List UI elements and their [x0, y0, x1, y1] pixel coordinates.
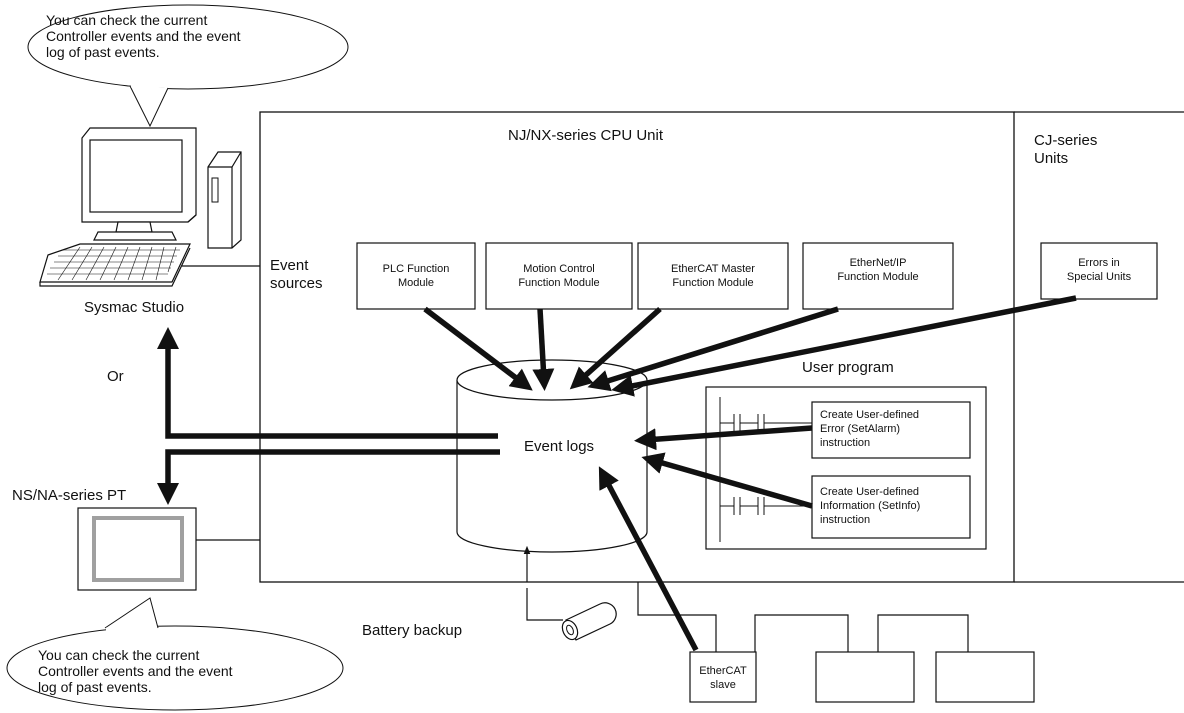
- module-ethercat-text: EtherCAT Master Function Module: [638, 262, 788, 290]
- cpu-unit-frame: [259, 111, 1015, 583]
- callout-bottom-bubble: [6, 597, 344, 711]
- cj-units-title: CJ-series Units: [1034, 132, 1097, 168]
- arrow-ethernetip-to-logs: [587, 306, 839, 392]
- module-motion-line1: Motion Control: [523, 263, 595, 275]
- setinfo-line2: Information (SetInfo): [820, 500, 921, 512]
- callout-top-line2: Controller events and the event: [46, 28, 241, 44]
- setalarm-text: Create User-defined Error (SetAlarm) ins…: [820, 408, 970, 450]
- battery-backup-label: Battery backup: [362, 622, 463, 639]
- cpu-unit-title: NJ/NX-series CPU Unit: [508, 127, 664, 144]
- module-box-ethercat: [637, 242, 789, 310]
- ethercat-slave-line2: slave: [710, 679, 736, 691]
- module-ethernetip-line1: EtherNet/IP: [849, 257, 907, 269]
- slave-box-2: [815, 651, 915, 703]
- arrow-ethercat-to-logs: [569, 306, 662, 390]
- setinfo-text: Create User-defined Information (SetInfo…: [820, 485, 970, 527]
- setalarm-line3: instruction: [820, 437, 871, 449]
- setinfo-line1: Create User-defined: [820, 486, 920, 498]
- battery-icon: [523, 545, 617, 641]
- module-plc-line1: PLC Function: [382, 263, 450, 275]
- arrow-setalarm-to-logs: [634, 425, 813, 451]
- module-ethercat-line2: Function Module: [672, 277, 754, 289]
- arrow-setinfo-to-logs: [641, 452, 813, 509]
- event-logs-cylinder: [456, 359, 648, 553]
- pt-label: NS/NA-series PT: [12, 487, 127, 504]
- event-sources-label: Event sources: [270, 257, 323, 293]
- or-label: Or: [107, 368, 124, 385]
- pt-device-icon: [77, 507, 197, 591]
- special-units-line2: Special Units: [1066, 271, 1132, 283]
- callout-top-line1: You can check the current: [46, 12, 208, 28]
- sysmac-studio-label: Sysmac Studio: [84, 299, 185, 316]
- module-ethernetip-text: EtherNet/IP Function Module: [803, 256, 953, 284]
- module-plc-text: PLC Function Module: [357, 262, 475, 290]
- callout-bottom-line2: Controller events and the event: [38, 663, 233, 679]
- callout-top-line3: log of past events.: [46, 44, 160, 60]
- module-plc-line2: Module: [397, 277, 435, 289]
- special-units-box: [1040, 242, 1158, 300]
- event-sources-line2: sources: [270, 275, 323, 292]
- arrow-logs-to-pt: [157, 449, 500, 505]
- setinfo-line3: instruction: [820, 514, 871, 526]
- arrow-motion-to-logs: [532, 308, 555, 391]
- cj-units-line1: CJ-series: [1034, 132, 1098, 149]
- setalarm-box: [811, 401, 971, 459]
- callout-bottom-line1: You can check the current: [38, 647, 200, 663]
- ethercat-slave-box: [689, 651, 757, 703]
- slave-box-3: [935, 651, 1035, 703]
- event-logs-label: Event logs: [524, 438, 595, 455]
- ethercat-network: [637, 582, 969, 652]
- callout-bottom-text: You can check the current Controller eve…: [38, 647, 233, 695]
- module-motion-line2: Function Module: [518, 277, 600, 289]
- ethercat-slave-line1: EtherCAT: [699, 665, 747, 677]
- special-units-text: Errors in Special Units: [1041, 256, 1157, 284]
- module-ethercat-line1: EtherCAT Master: [671, 263, 755, 275]
- module-ethernetip-line2: Function Module: [837, 271, 919, 283]
- module-motion-text: Motion Control Function Module: [486, 262, 632, 290]
- module-box-plc: [356, 242, 476, 310]
- special-units-line1: Errors in: [1078, 257, 1120, 269]
- arrow-special-to-logs: [611, 295, 1077, 397]
- arrow-logs-to-studio: [157, 327, 498, 439]
- module-box-ethernetip: [802, 242, 954, 310]
- ethercat-slave-text: EtherCAT slave: [690, 664, 756, 692]
- setalarm-line1: Create User-defined: [820, 409, 920, 421]
- setalarm-line2: Error (SetAlarm): [820, 423, 901, 435]
- arrow-plc-to-logs: [423, 306, 533, 391]
- computer-icon: [39, 127, 242, 287]
- callout-top-bubble: [27, 4, 349, 128]
- arrow-slave-to-logs: [598, 466, 699, 652]
- cj-units-frame: [1014, 111, 1184, 583]
- cj-units-line2: Units: [1034, 150, 1069, 167]
- callout-bottom-line3: log of past events.: [38, 679, 152, 695]
- user-program-title: User program: [802, 359, 894, 376]
- event-sources-line1: Event: [270, 257, 309, 274]
- module-box-motion: [485, 242, 633, 310]
- setinfo-box: [811, 475, 971, 539]
- callout-top-text: You can check the current Controller eve…: [46, 12, 241, 60]
